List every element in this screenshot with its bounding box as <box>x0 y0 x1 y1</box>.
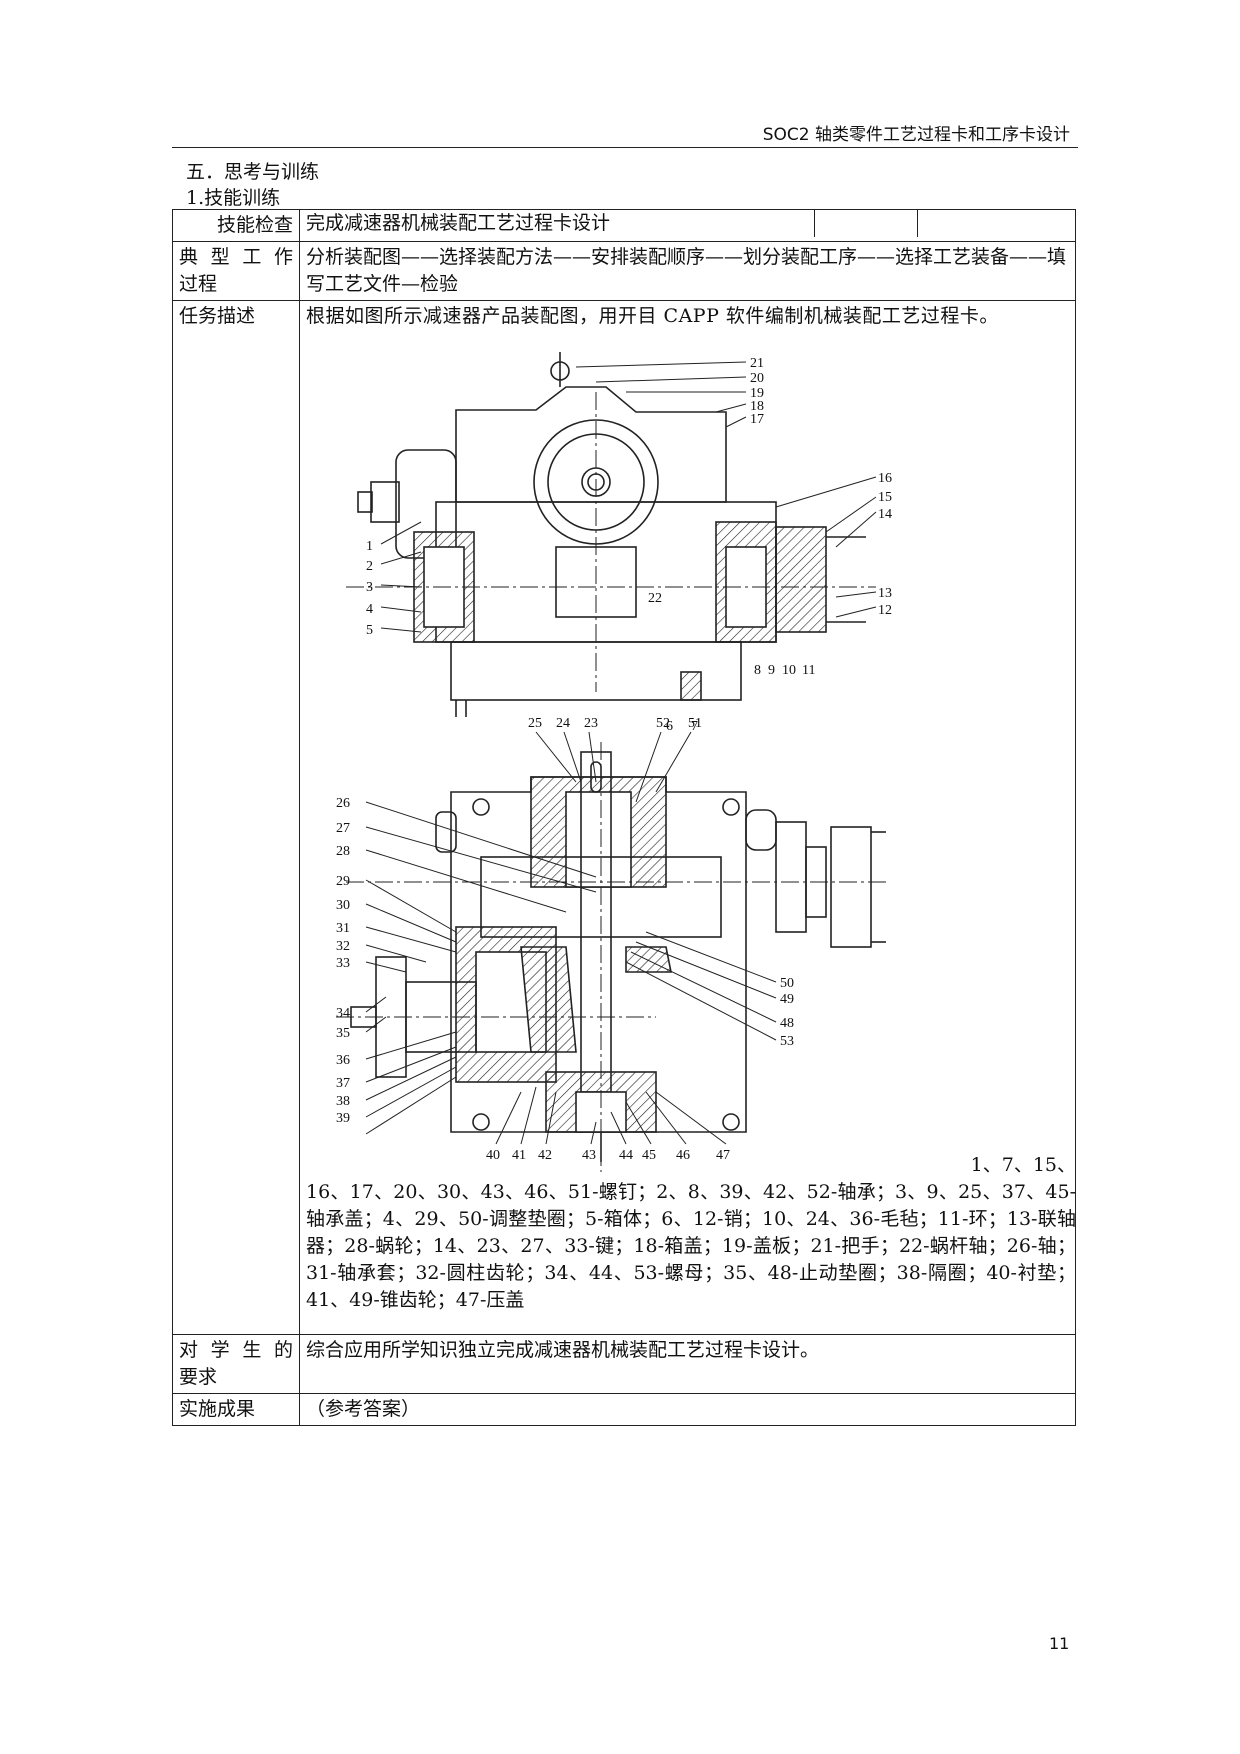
callout-46: 46 <box>676 1148 690 1163</box>
task-desc-text: 根据如图所示减速器产品装配图，用开目 CAPP 软件编制机械装配工艺过程卡。 <box>306 305 999 327</box>
callout-20: 20 <box>750 371 764 386</box>
task-desc-cell: 根据如图所示减速器产品装配图，用开目 CAPP 软件编制机械装配工艺过程卡。 <box>299 300 1076 1335</box>
callout-51: 51 <box>688 716 702 731</box>
sub-title: 1.技能训练 <box>186 187 281 209</box>
legend-first-line: 1、7、15、 <box>970 1154 1076 1176</box>
parts-legend: 1、7、15、 16、17、20、30、43、46、51-螺钉；2、8、39、4… <box>306 1152 1076 1314</box>
callout-13: 13 <box>878 586 892 601</box>
assembly-drawing: 21 20 19 18 17 16 15 14 13 12 1 2 3 4 <box>306 332 1076 1332</box>
callout-37: 37 <box>336 1076 350 1091</box>
callout-44: 44 <box>619 1148 633 1163</box>
section-title: 五．思考与训练 <box>186 161 320 183</box>
result-value: （参考答案） <box>299 1393 1076 1426</box>
callout-26: 26 <box>336 796 350 811</box>
callout-28: 28 <box>336 844 350 859</box>
callout-17: 17 <box>750 412 764 427</box>
callout-6: 6 <box>666 719 673 734</box>
task-desc-label: 任务描述 <box>172 300 300 1335</box>
row-skill-check: 技能检查 完成减速器机械装配工艺过程卡设计 <box>172 209 1076 242</box>
callout-32: 32 <box>336 939 350 954</box>
callout-25: 25 <box>528 716 542 731</box>
callout-30: 30 <box>336 898 350 913</box>
callout-45: 45 <box>642 1148 656 1163</box>
callout-5: 5 <box>366 623 373 638</box>
running-head: SOC2 轴类零件工艺过程卡和工序卡设计 <box>762 125 1070 145</box>
callout-50: 50 <box>780 976 794 991</box>
callout-16: 16 <box>878 471 892 486</box>
callout-33: 33 <box>336 956 350 971</box>
callout-9: 9 <box>768 663 775 678</box>
callout-40: 40 <box>486 1148 500 1163</box>
blank-cell-1 <box>815 210 918 237</box>
callout-39: 39 <box>336 1111 350 1126</box>
callout-8: 8 <box>754 663 761 678</box>
typical-process-label-1: 典 型 工 作 <box>179 246 293 268</box>
callout-22: 22 <box>648 591 662 606</box>
callout-23: 23 <box>584 716 598 731</box>
callout-42: 42 <box>538 1148 552 1163</box>
typical-process-label-2: 过程 <box>179 273 218 295</box>
callout-27: 27 <box>336 821 350 836</box>
callout-10: 10 <box>782 663 796 678</box>
callout-1: 1 <box>366 539 373 554</box>
callout-36: 36 <box>336 1053 350 1068</box>
callout-47: 47 <box>716 1148 730 1163</box>
assembly-drawing-svg: 21 20 19 18 17 16 15 14 13 12 1 2 3 4 <box>336 352 892 1172</box>
bottom-view <box>336 731 886 1172</box>
task-table: 技能检查 完成减速器机械装配工艺过程卡设计 典 型 工 作 过程 分析装配图——… <box>172 209 1076 1426</box>
callout-19: 19 <box>750 386 764 401</box>
requirement-label: 对 学 生 的 要求 <box>172 1334 300 1394</box>
callout-18: 18 <box>750 399 764 414</box>
row-result: 实施成果 （参考答案） <box>172 1393 1076 1426</box>
top-view <box>346 352 877 717</box>
callout-31: 31 <box>336 921 350 936</box>
callout-41: 41 <box>512 1148 526 1163</box>
callout-3: 3 <box>366 580 373 595</box>
callout-35: 35 <box>336 1026 350 1041</box>
callout-29: 29 <box>336 874 350 889</box>
skill-check-text: 完成减速器机械装配工艺过程卡设计 <box>300 210 815 237</box>
callout-53: 53 <box>780 1034 794 1049</box>
callout-49: 49 <box>780 992 794 1007</box>
skill-check-label: 技能检查 <box>172 209 300 242</box>
callout-14: 14 <box>878 507 892 522</box>
typical-process-label: 典 型 工 作 过程 <box>172 241 300 301</box>
callout-4: 4 <box>366 602 373 617</box>
callout-21: 21 <box>750 356 764 371</box>
callout-15: 15 <box>878 490 892 505</box>
requirement-value: 综合应用所学知识独立完成减速器机械装配工艺过程卡设计。 <box>299 1334 1076 1394</box>
callout-7: 7 <box>691 719 698 734</box>
typical-process-value: 分析装配图——选择装配方法——安排装配顺序——划分装配工序——选择工艺装备——填… <box>299 241 1076 301</box>
row-typical-process: 典 型 工 作 过程 分析装配图——选择装配方法——安排装配顺序——划分装配工序… <box>172 241 1076 301</box>
callout-52: 52 <box>656 716 670 731</box>
callout-24: 24 <box>556 716 570 731</box>
requirement-label-1: 对 学 生 的 <box>179 1339 293 1361</box>
callout-2: 2 <box>366 559 373 574</box>
callout-34: 34 <box>336 1006 350 1021</box>
top-view-labels: 21 20 19 18 17 16 15 14 13 12 1 2 3 4 <box>366 356 892 734</box>
header-rule <box>172 147 1078 148</box>
bottom-view-labels: 25 24 23 52 51 26 27 28 29 30 31 32 33 3… <box>336 716 794 1163</box>
skill-check-value: 完成减速器机械装配工艺过程卡设计 <box>299 209 1076 242</box>
blank-cell-2 <box>918 210 1075 237</box>
legend-body: 16、17、20、30、43、46、51-螺钉；2、8、39、42、52-轴承；… <box>306 1181 1076 1311</box>
page-number: 11 <box>1049 1634 1070 1653</box>
callout-48: 48 <box>780 1016 794 1031</box>
result-label: 实施成果 <box>172 1393 300 1426</box>
callout-38: 38 <box>336 1094 350 1109</box>
requirement-label-2: 要求 <box>179 1366 218 1388</box>
callout-12: 12 <box>878 603 892 618</box>
callout-11: 11 <box>802 663 815 678</box>
row-task-description: 任务描述 根据如图所示减速器产品装配图，用开目 CAPP 软件编制机械装配工艺过… <box>172 300 1076 1335</box>
callout-43: 43 <box>582 1148 596 1163</box>
row-requirement: 对 学 生 的 要求 综合应用所学知识独立完成减速器机械装配工艺过程卡设计。 <box>172 1334 1076 1394</box>
